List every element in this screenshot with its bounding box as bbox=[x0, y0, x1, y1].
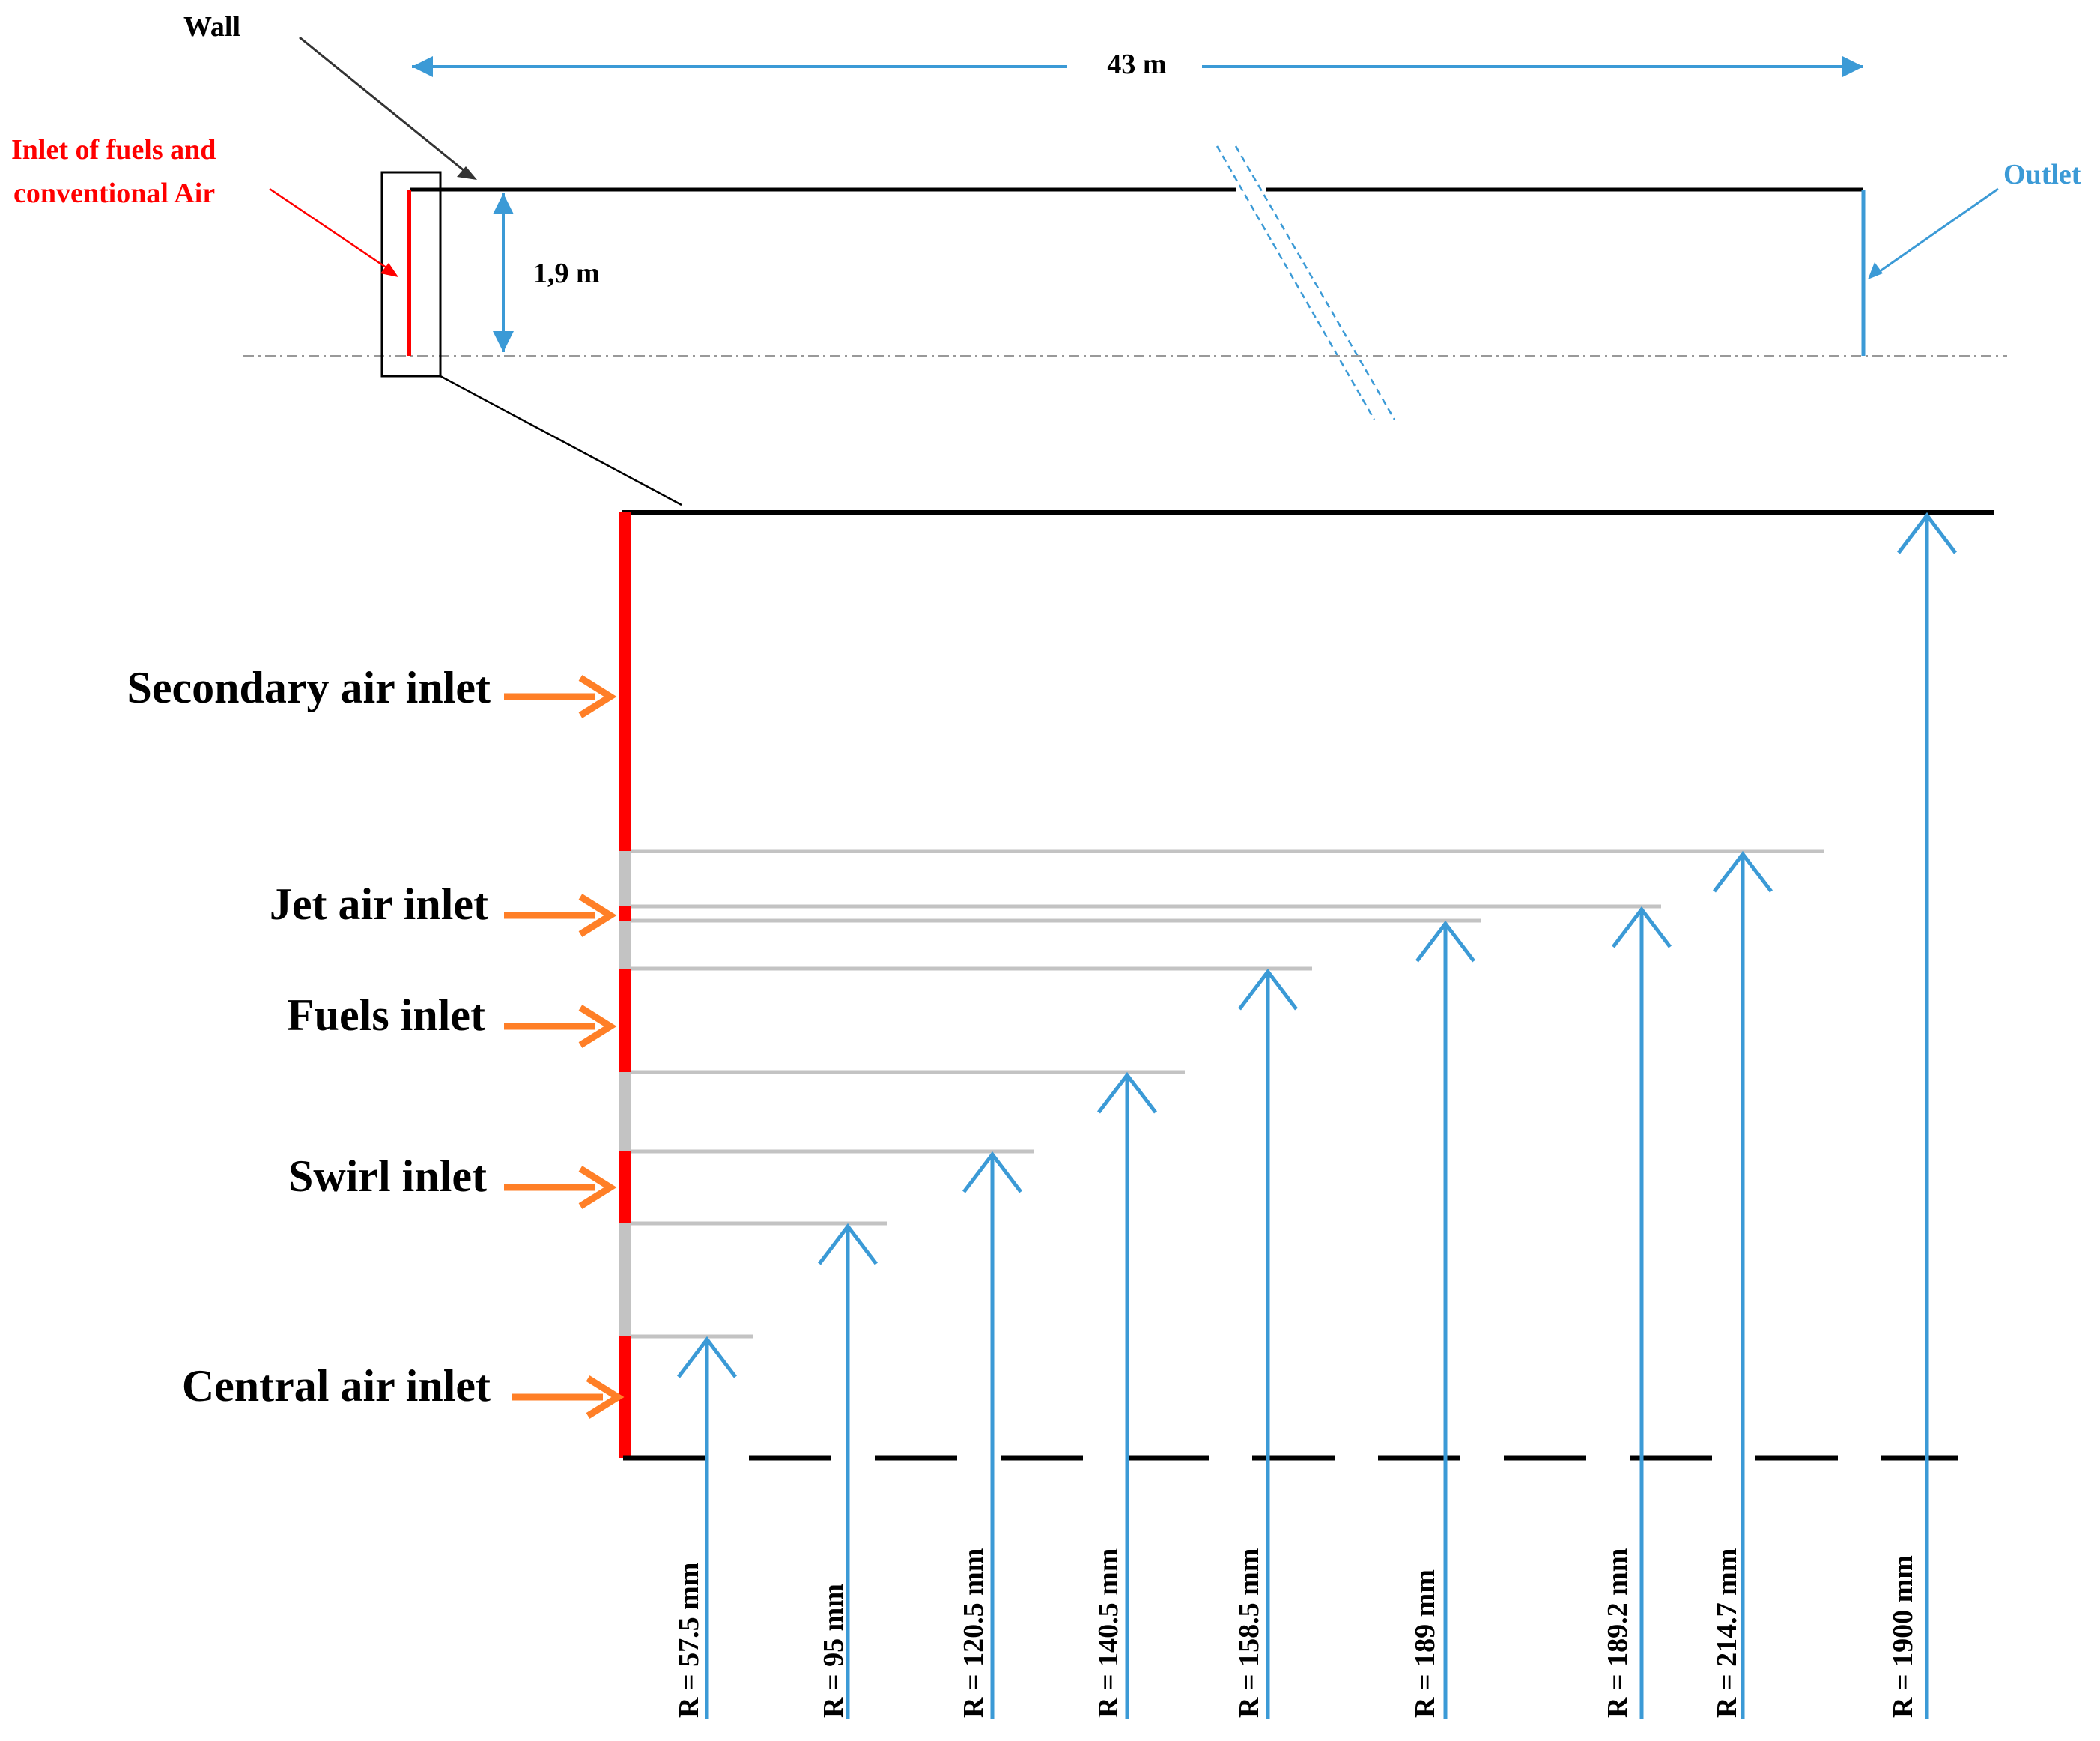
segment-wall-2 bbox=[619, 921, 631, 969]
detail-section: R = 57.5 mm R = 95 mm R = 120.5 mm R = 1… bbox=[127, 510, 1994, 1719]
segment-swirl-inlet bbox=[619, 1151, 631, 1223]
fuels-inlet-arrow bbox=[504, 1005, 617, 1048]
outlet-pointer-line bbox=[1876, 187, 1999, 275]
radius-label: R = 120.5 mm bbox=[958, 1548, 989, 1718]
segment-wall-3 bbox=[619, 1072, 631, 1151]
wall-pointer-line bbox=[299, 36, 469, 175]
segment-secondary-inlet bbox=[619, 512, 631, 851]
zoom-connector-line bbox=[440, 375, 682, 506]
wall-label: Wall bbox=[183, 11, 240, 43]
secondary-inlet-arrow bbox=[504, 675, 617, 718]
outlet-label: Outlet bbox=[2003, 159, 2081, 190]
jet-inlet-arrow bbox=[504, 894, 617, 937]
radius-label: R = 214.7 mm bbox=[1711, 1548, 1743, 1718]
segment-jet-inlet bbox=[619, 906, 631, 921]
height-label: 1,9 m bbox=[533, 258, 600, 289]
radius-label: R = 1900 mm bbox=[1887, 1555, 1919, 1718]
inlet-label-line2: conventional Air bbox=[13, 178, 215, 209]
zoom-box bbox=[380, 171, 442, 378]
outlet-pointer-arrowhead bbox=[1868, 262, 1883, 279]
length-label: 43 m bbox=[1107, 49, 1166, 80]
radius-label: R = 140.5 mm bbox=[1093, 1548, 1124, 1718]
break-line-1 bbox=[1216, 145, 1376, 420]
radius-label: R = 189.2 mm bbox=[1602, 1548, 1633, 1718]
radius-arrow bbox=[818, 1223, 878, 1719]
secondary-inlet-label: Secondary air inlet bbox=[127, 663, 491, 712]
fuels-inlet-label: Fuels inlet bbox=[287, 990, 485, 1040]
break-line-2 bbox=[1234, 145, 1396, 420]
central-inlet-label: Central air inlet bbox=[182, 1361, 491, 1411]
radius-arrow bbox=[1897, 512, 1957, 1719]
inlet-pointer-arrowhead bbox=[380, 263, 398, 277]
radius-arrow bbox=[962, 1151, 1022, 1719]
radius-label: R = 95 mm bbox=[818, 1584, 849, 1718]
swirl-inlet-label: Swirl inlet bbox=[288, 1151, 487, 1201]
radius-arrow bbox=[1238, 968, 1298, 1719]
radius-arrow bbox=[1612, 906, 1672, 1719]
radius-arrow bbox=[1415, 920, 1475, 1719]
swirl-inlet-arrow bbox=[504, 1166, 617, 1209]
jet-inlet-label: Jet air inlet bbox=[270, 879, 488, 929]
segment-wall-4 bbox=[619, 1223, 631, 1336]
segment-wall-1 bbox=[619, 851, 631, 906]
radius-arrow bbox=[1713, 850, 1773, 1719]
radius-label: R = 158.5 mm bbox=[1233, 1548, 1265, 1718]
segment-central-inlet bbox=[619, 1336, 631, 1458]
segment-fuels-inlet bbox=[619, 969, 631, 1072]
central-inlet-arrow bbox=[512, 1375, 625, 1419]
inlet-label-line1: Inlet of fuels and bbox=[11, 134, 216, 166]
radius-arrows bbox=[677, 512, 1957, 1719]
wall-pointer-arrowhead bbox=[457, 166, 477, 180]
inlet-pointer-line bbox=[269, 187, 390, 271]
radius-label: R = 57.5 mm bbox=[673, 1563, 705, 1718]
radius-arrow bbox=[677, 1336, 737, 1719]
overview-section: 43 m Wall Inlet of fuels and conventiona… bbox=[11, 11, 2081, 506]
radius-arrow bbox=[1097, 1071, 1157, 1719]
radius-label: R = 189 mm bbox=[1409, 1569, 1441, 1718]
